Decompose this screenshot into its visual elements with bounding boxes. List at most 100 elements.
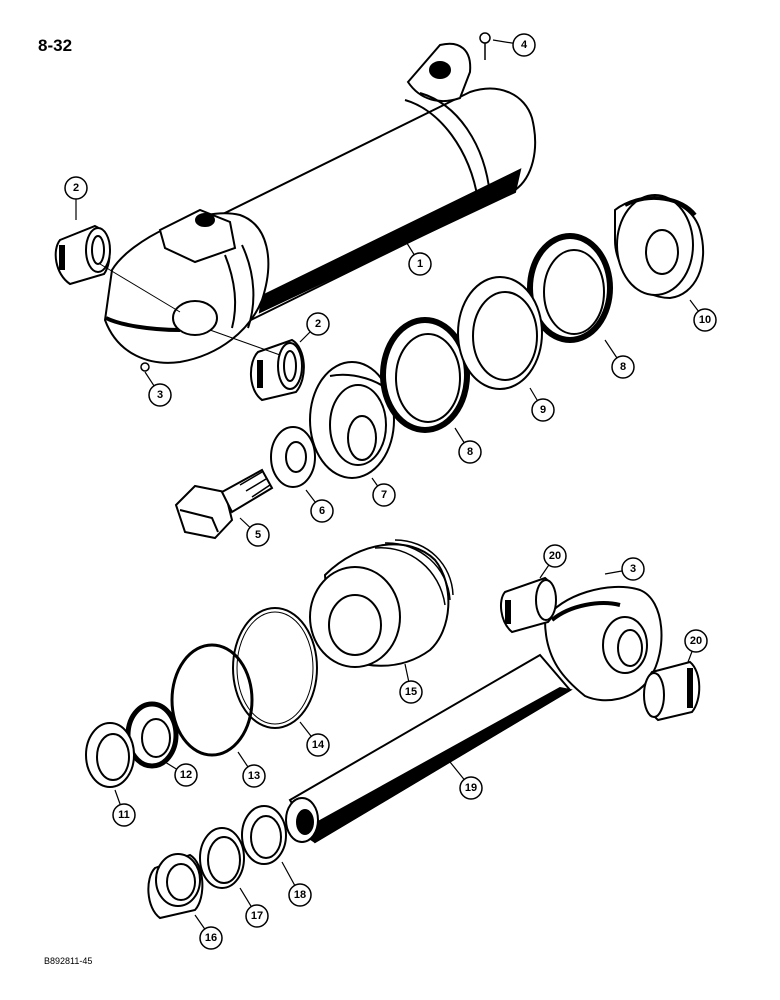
rod-bushing [147,853,204,920]
callout-c6: 6 [305,489,334,523]
callout-balloon [306,312,330,336]
rod-end-bushing-bottom [643,660,701,722]
callout-number: 20 [690,635,702,647]
gland [309,361,399,479]
rod-o-ring [241,805,287,865]
callout-c1: 1 [404,239,432,276]
callout-balloon [246,523,270,547]
callout-balloon [199,926,223,950]
callout-number: 18 [294,889,306,901]
callout-number: 14 [312,739,325,751]
grease-fitting-lower [140,362,150,372]
callout-c11: 11 [112,789,136,827]
callout-number: 2 [73,182,79,194]
callout-number: 13 [248,770,260,782]
bleed-screw [479,32,491,60]
callout-balloon [684,629,708,653]
figure-code: B892811-45 [44,956,93,966]
callout-balloon [245,904,269,928]
o-ring-large [232,607,318,729]
callout-number: 16 [205,932,217,944]
callout-c14: 14 [299,721,330,757]
callout-c17: 17 [239,887,269,928]
page-number: 8-32 [38,36,73,55]
callout-balloon [242,764,266,788]
callout-c4: 4 [492,33,536,57]
rod-guide [309,539,454,668]
assembly-line [209,329,281,356]
callout-balloon [543,544,567,568]
piston-rod [285,585,663,844]
rod-end-bushing-top [499,576,557,634]
callout-c3b: 3 [604,557,645,581]
callout-number: 8 [467,446,473,458]
callout-c20a: 20 [539,544,567,579]
callout-number: 17 [251,910,263,922]
callout-balloon [611,355,635,379]
callout-c15: 15 [399,663,423,704]
callout-balloon [399,680,423,704]
callout-number: 6 [319,505,325,517]
callout-c7: 7 [371,477,396,507]
bushing-right [250,338,305,402]
piston-seal-left [380,317,470,433]
callout-number: 2 [315,318,321,330]
callout-number: 20 [549,550,561,562]
callout-balloon [531,398,555,422]
callout-balloon [306,733,330,757]
callout-c2b: 2 [299,312,330,343]
callout-c8a: 8 [454,427,482,464]
piston-head [614,194,705,300]
callout-balloon [621,557,645,581]
callout-number: 8 [620,361,626,373]
callout-number: 15 [405,686,417,698]
piston-bolt [174,468,274,540]
callout-c13: 13 [237,751,266,788]
callout-c16: 16 [194,914,223,950]
callout-balloon [174,763,198,787]
callout-balloon [512,33,536,57]
callout-number: 12 [180,769,192,781]
callout-number: 19 [465,782,477,794]
callout-balloon [112,803,136,827]
callout-number: 11 [118,809,130,821]
callout-number: 9 [540,404,546,416]
callout-c19: 19 [449,761,483,800]
o-ring [170,643,254,757]
rod-seal [125,701,179,769]
callout-balloon [148,383,172,407]
callout-number: 5 [255,529,261,541]
callout-number: 7 [381,489,387,501]
callout-c10: 10 [689,299,717,332]
wiper-ring [85,722,135,788]
callout-balloon [288,883,312,907]
callout-balloon [310,499,334,523]
callout-c8b: 8 [604,339,635,379]
callout-c12: 12 [164,761,198,787]
callout-number: 4 [521,39,528,51]
piston-seal-right [527,233,613,343]
washer [270,426,316,488]
callout-balloon [459,776,483,800]
callout-balloon [693,308,717,332]
wear-ring [457,276,543,390]
assembly-line [99,263,181,313]
callout-number: 1 [417,258,423,270]
callout-balloon [372,483,396,507]
callout-balloon [408,252,432,276]
cylinder-barrel [103,42,537,364]
bushing-left [54,224,111,286]
callout-balloon [458,440,482,464]
callout-number: 3 [630,563,636,575]
callout-c9: 9 [529,387,555,422]
callout-number: 3 [157,389,163,401]
callout-balloon [64,176,88,200]
callout-c18: 18 [281,861,312,907]
callout-number: 10 [699,314,711,326]
callout-c3a: 3 [144,371,172,407]
callout-c2a: 2 [64,176,88,220]
callout-c20b: 20 [684,629,708,663]
callout-c5: 5 [239,517,270,547]
